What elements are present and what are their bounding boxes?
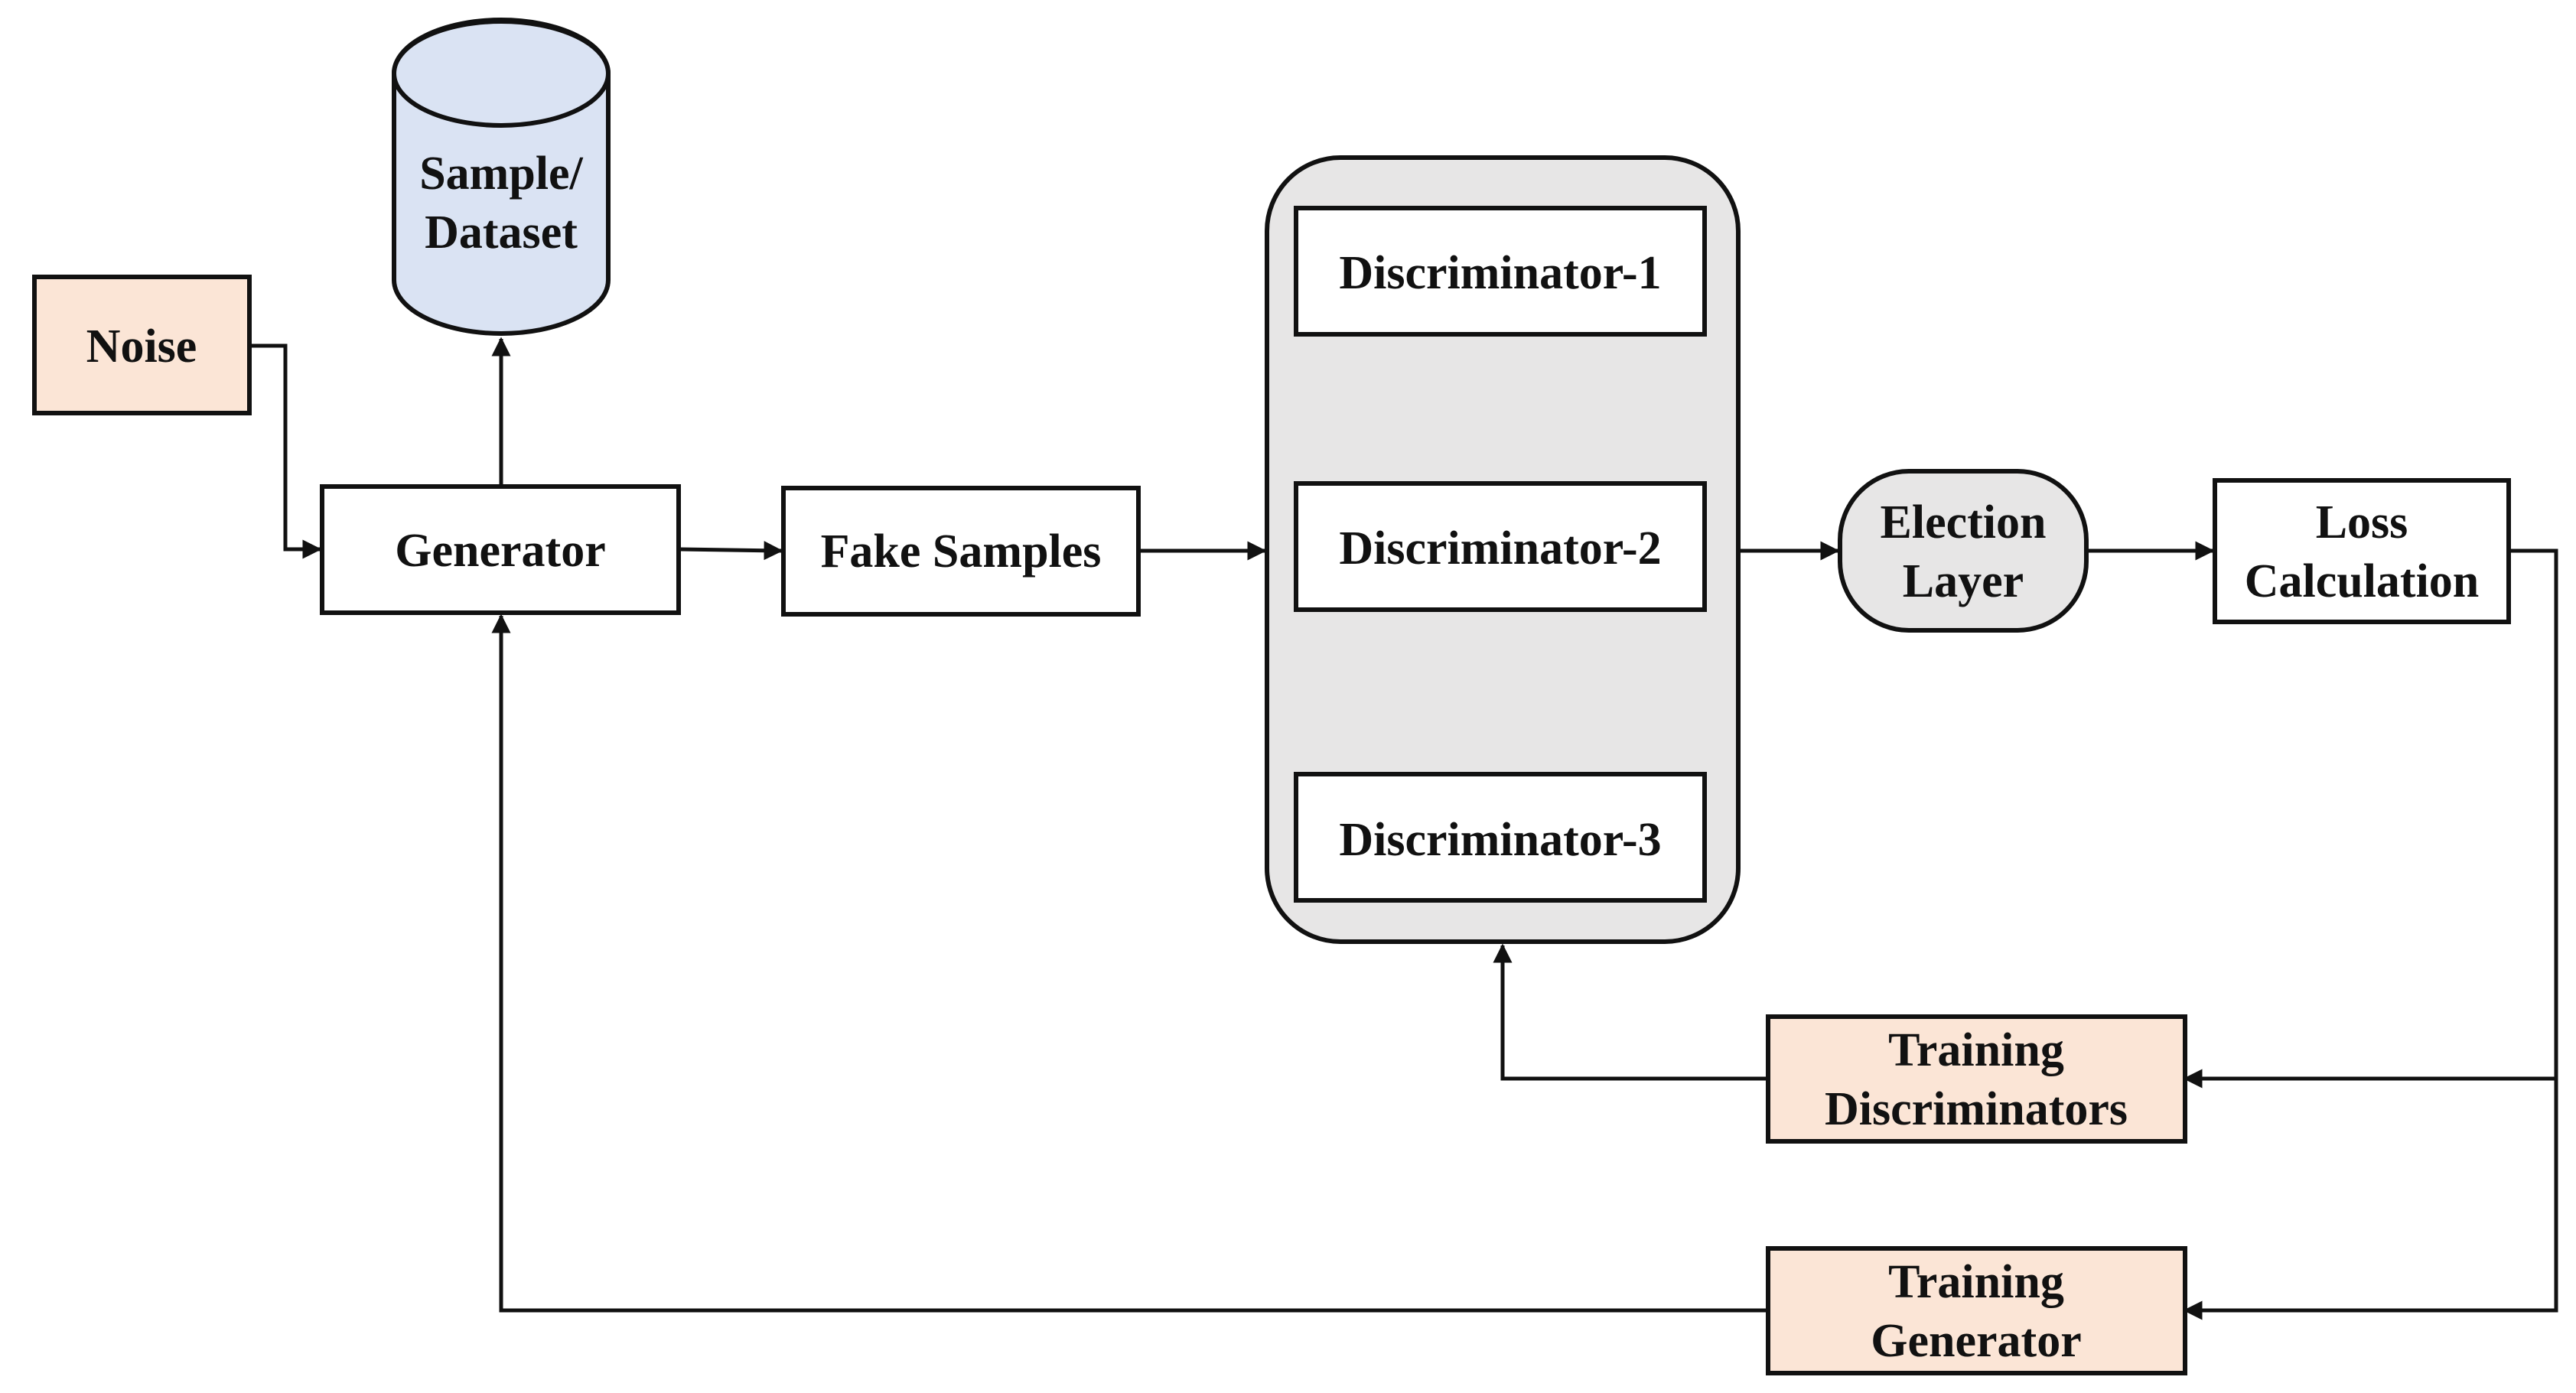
discriminator-1-node — [1294, 206, 1707, 337]
dataset-label-line2: Dataset — [425, 207, 578, 259]
loss-calculation-label-line1: Loss — [2316, 496, 2408, 548]
edge-training-discriminators-to-discriminators — [1493, 943, 1766, 1081]
edge-training-generator-to-generator — [491, 614, 1766, 1313]
election-layer-node — [1838, 469, 2089, 633]
discriminator-1-label: Discriminator-1 — [1339, 247, 1661, 299]
training-discriminators-label-line2: Discriminators — [1825, 1083, 2128, 1135]
election-layer-label-line1: Election — [1881, 496, 2047, 548]
edge-noise-to-generator — [249, 343, 322, 559]
dataset-cylinder-top — [392, 19, 611, 128]
loss-calculation-node — [2213, 478, 2511, 624]
noise-label: Noise — [86, 321, 197, 373]
discriminator-3-node — [1294, 772, 1707, 903]
training-generator-label-line2: Generator — [1871, 1315, 2081, 1367]
training-generator-label-line1: Training — [1888, 1256, 2064, 1308]
edge-loss-to-training-generator — [2183, 1079, 2558, 1320]
noise-node — [32, 275, 252, 415]
training-generator-node — [1766, 1246, 2187, 1375]
loss-calculation-label-line2: Calculation — [2245, 555, 2480, 607]
election-layer-label-line2: Layer — [1903, 555, 2024, 607]
training-discriminators-node — [1766, 1014, 2187, 1144]
generator-node — [320, 484, 681, 615]
edge-loss-to-training-discriminators — [2183, 548, 2558, 1089]
training-discriminators-label-line1: Training — [1888, 1024, 2064, 1076]
discriminator-2-node — [1294, 481, 1707, 612]
discriminator-3-label: Discriminator-3 — [1339, 814, 1661, 866]
generator-label: Generator — [395, 525, 605, 577]
edge-generator-to-fake-samples — [678, 541, 783, 561]
dataset-label-line1: Sample/ — [419, 148, 583, 200]
discriminator-2-label: Discriminator-2 — [1339, 522, 1661, 574]
fake-samples-node — [781, 486, 1141, 617]
fake-samples-label: Fake Samples — [821, 526, 1102, 578]
